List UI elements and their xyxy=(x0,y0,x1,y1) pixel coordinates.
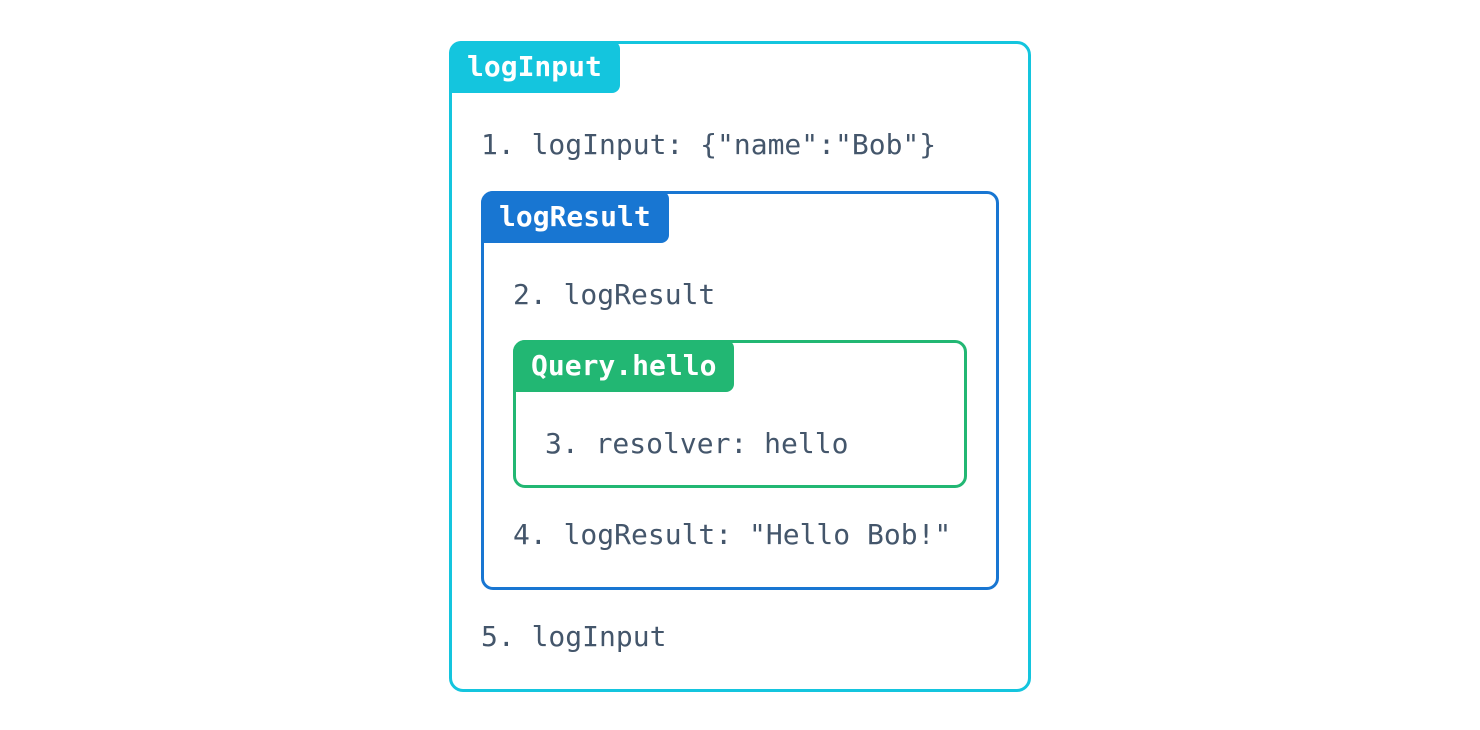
middleware-box-loginput: logInput 1. logInput: {"name":"Bob"} log… xyxy=(449,41,1031,692)
middleware-label-logresult: logResult xyxy=(481,191,669,243)
middleware-label-loginput: logInput xyxy=(449,41,620,93)
step-1-text: 1. logInput: {"name":"Bob"} xyxy=(481,128,937,161)
step-4-text: 4. logResult: "Hello Bob!" xyxy=(513,518,952,551)
step-5-text: 5. logInput xyxy=(481,620,667,653)
resolver-label-query-hello: Query.hello xyxy=(513,340,735,392)
resolver-box-query-hello: Query.hello 3. resolver: hello xyxy=(513,340,967,488)
step-3-text: 3. resolver: hello xyxy=(545,427,849,460)
middleware-box-logresult: logResult 2. logResult Query.hello 3. re… xyxy=(481,191,999,590)
step-2-text: 2. logResult xyxy=(513,278,716,311)
